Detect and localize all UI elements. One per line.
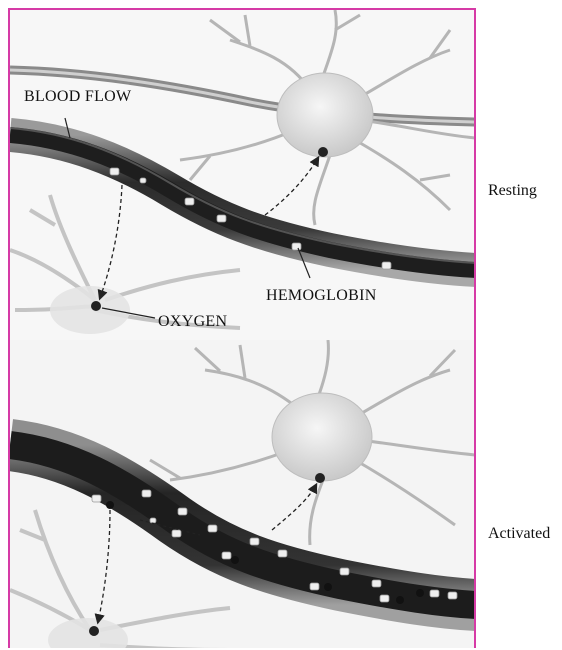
neuron-soma [277, 73, 373, 157]
oxygen-label: OXYGEN [158, 313, 227, 331]
resting-panel: BLOOD FLOW HEMOGLOBIN OXYGEN [10, 10, 476, 340]
activated-neuron-soma [272, 393, 372, 481]
activated-oxygen-dot-neuron [315, 473, 325, 483]
oxygen-dot-lower [91, 301, 101, 311]
activated-label: Activated [488, 525, 550, 543]
resting-label: Resting [488, 182, 537, 200]
diagram-frame: BLOOD FLOW HEMOGLOBIN OXYGEN [8, 8, 476, 648]
oxygen-dot-neuron [318, 147, 328, 157]
activated-illustration [10, 340, 476, 648]
activated-panel [10, 340, 476, 648]
hemoglobin-label: HEMOGLOBIN [266, 287, 377, 305]
activated-oxygen-dot-lower [89, 626, 99, 636]
resting-illustration [10, 10, 476, 340]
blood-flow-label: BLOOD FLOW [24, 88, 131, 106]
